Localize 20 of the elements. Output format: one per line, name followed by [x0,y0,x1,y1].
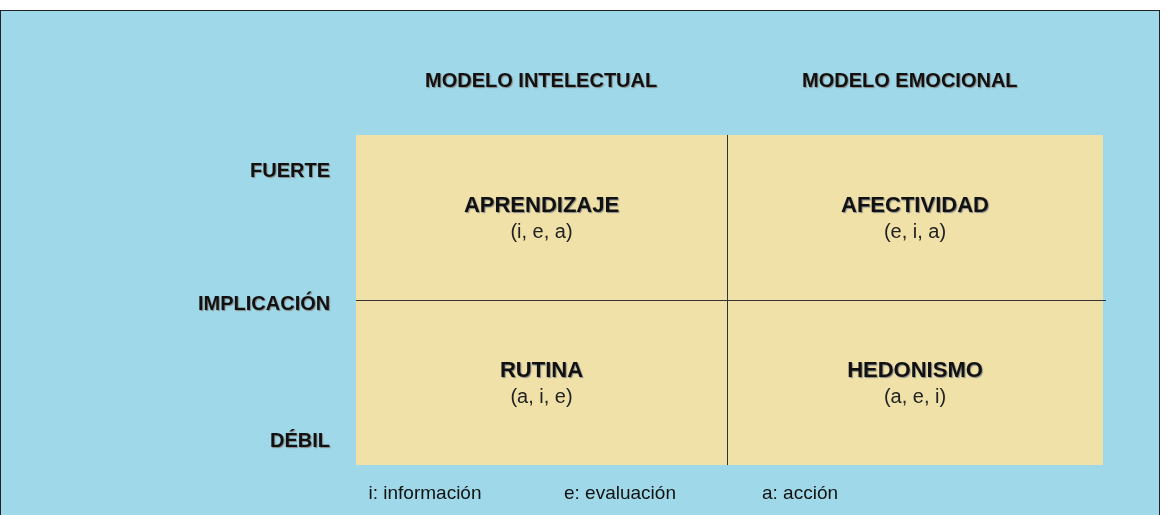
quadrant-sequence: (e, i, a) [883,220,947,243]
quadrant-sequence: (a, i, e) [510,385,573,408]
legend-note: i: información [368,482,482,504]
quadrant-cell [727,300,1103,465]
quadrant-sequence: (i, e, a) [510,220,573,243]
quadrant-title: RUTINA [499,357,584,383]
column-header: MODELO EMOCIONAL [802,68,1018,92]
quadrant-title: AFECTIVIDAD [841,192,989,218]
quadrant-sequence: (a, e, i) [883,385,947,408]
quadrant-cell [727,135,1103,300]
column-header: MODELO INTELECTUAL [425,68,658,92]
quadrant-cell [356,135,727,300]
row-label: DÉBIL [270,428,330,452]
quadrant-cell [356,300,727,465]
legend-note: a: acción [762,482,839,504]
row-label: FUERTE [250,158,330,182]
legend-note: e: evaluación [564,482,676,504]
quadrant-title: APRENDIZAJE [463,192,620,218]
axis-label: IMPLICACIÓN [198,291,331,315]
quadrant-title: HEDONISMO [847,357,983,383]
